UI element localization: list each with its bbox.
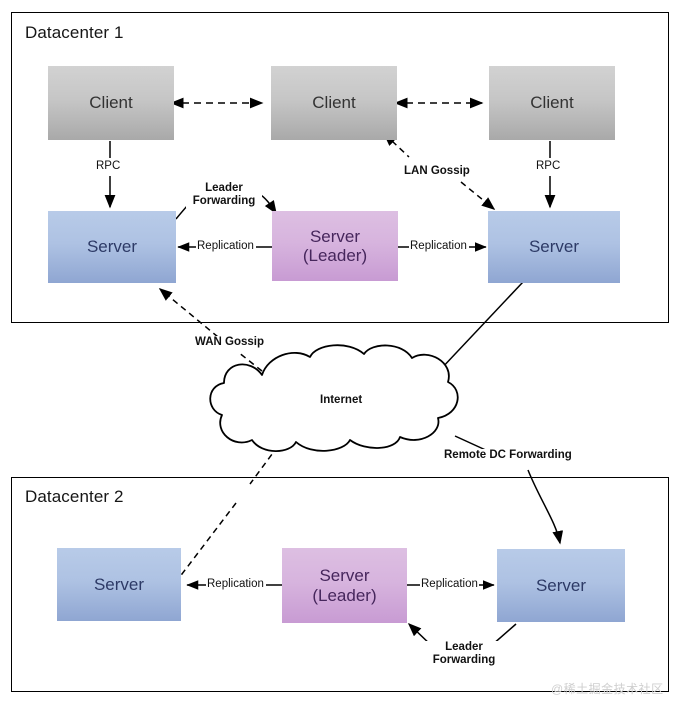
dc2-server-leader[interactable]: Server (Leader) [282, 548, 407, 623]
watermark: @稀土掘金技术社区 [551, 682, 664, 696]
dc1-server-1[interactable]: Server [48, 211, 176, 283]
label-replication-dc1-left: Replication [196, 240, 255, 254]
datacenter-2-frame [11, 477, 669, 692]
label-remote-dc-forwarding: Remote DC Forwarding [443, 449, 573, 463]
label-replication-dc1-right: Replication [409, 240, 468, 254]
dc1-client-3[interactable]: Client [489, 66, 615, 140]
dc1-client-2[interactable]: Client [271, 66, 397, 140]
label-replication-dc2-left: Replication [206, 578, 265, 592]
label-leader-forwarding-dc1: Leader Forwarding [186, 182, 262, 209]
dc1-client-1[interactable]: Client [48, 66, 174, 140]
dc1-server-3[interactable]: Server [488, 211, 620, 283]
label-rpc-right: RPC [535, 160, 562, 174]
label-replication-dc2-right: Replication [420, 578, 479, 592]
dc2-server-1[interactable]: Server [57, 548, 181, 621]
dc1-server-leader[interactable]: Server (Leader) [272, 211, 398, 281]
label-leader-forwarding-dc2: Leader Forwarding [421, 641, 507, 668]
datacenter-1-title: Datacenter 1 [25, 23, 124, 42]
datacenter-1-frame [11, 12, 669, 323]
label-lan-gossip: LAN Gossip [403, 165, 471, 179]
dc2-server-3[interactable]: Server [497, 549, 625, 622]
internet-label: Internet [320, 394, 363, 406]
label-rpc-left: RPC [95, 160, 122, 174]
label-wan-gossip: WAN Gossip [194, 336, 266, 350]
datacenter-2-title: Datacenter 2 [25, 487, 124, 506]
